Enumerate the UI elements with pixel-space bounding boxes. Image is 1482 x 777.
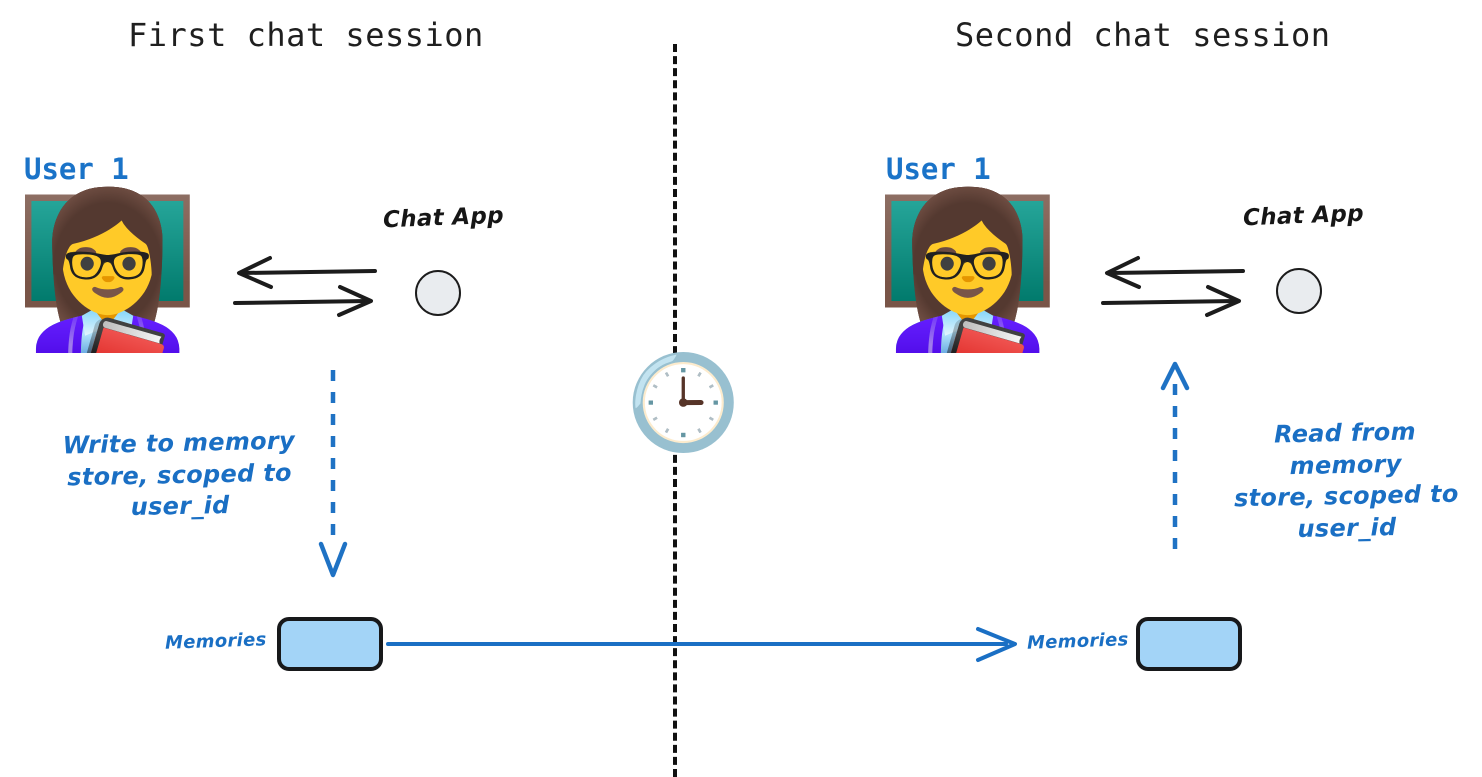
- page-title-second-session: Second chat session: [955, 16, 1331, 54]
- read-note-line-1: Read from memory: [1273, 417, 1417, 480]
- clock-icon: 🕒: [626, 349, 741, 456]
- memories-label-first-session: Memories: [164, 629, 267, 654]
- read-arrow-up-second-session: [1152, 361, 1200, 562]
- woman-teacher-emoji-second-session: 👩‍🏫: [874, 184, 1061, 358]
- memory-persistence-arrow: [386, 624, 1026, 664]
- chat-app-label-second-session: Chat App: [1242, 200, 1365, 232]
- read-note-line-3: user_id: [1297, 512, 1397, 544]
- memories-label-second-session: Memories: [1026, 629, 1129, 654]
- page-title-first-session: First chat session: [128, 16, 484, 54]
- read-note-line-2: store, scoped to: [1233, 479, 1459, 513]
- user-label-first-session: User 1: [24, 152, 129, 186]
- chat-app-node-second-session[interactable]: [1276, 268, 1322, 314]
- session-divider: [673, 44, 677, 777]
- write-note-first-session: Write to memory store, scoped to user_id: [51, 425, 308, 525]
- write-note-line-1: Write to memory: [62, 426, 296, 460]
- write-arrow-down-first-session: [310, 368, 358, 578]
- woman-teacher-emoji-first-session: 👩‍🏫: [14, 184, 201, 358]
- memory-store-box-first-session[interactable]: [277, 617, 383, 671]
- write-note-line-2: store, scoped to: [66, 458, 293, 492]
- memory-store-box-second-session[interactable]: [1136, 617, 1242, 671]
- chat-app-node-first-session[interactable]: [415, 270, 461, 316]
- exchange-arrows-first-session: [230, 252, 380, 317]
- chat-app-label-first-session: Chat App: [382, 202, 505, 234]
- exchange-arrows-second-session: [1098, 252, 1248, 317]
- read-note-second-session: Read from memory store, scoped to user_i…: [1214, 415, 1479, 547]
- write-note-line-3: user_id: [130, 491, 230, 522]
- user-label-second-session: User 1: [886, 152, 991, 186]
